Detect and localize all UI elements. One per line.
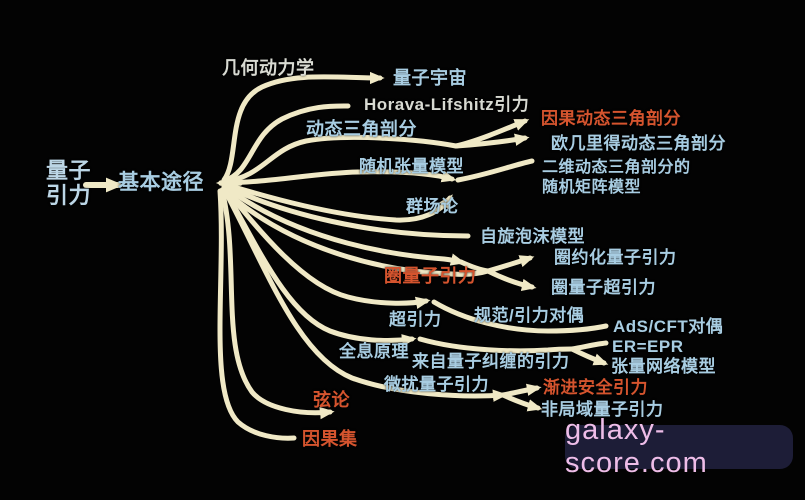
node-random-matrix-model: 二维动态三角剖分的 随机矩阵模型 [542, 159, 691, 196]
edge-lqg-upper [221, 183, 466, 266]
node-perturbative-qg: 微扰量子引力 [384, 375, 489, 394]
node-holographic-principle: 全息原理 [339, 342, 409, 361]
node-loop-quantum-supergravity: 圈量子超引力 [551, 278, 656, 297]
edge-causal-sets [217, 188, 297, 441]
edge-perturbative [221, 186, 508, 402]
node-causal-sets: 因果集 [302, 429, 358, 449]
node-quantum-gravity: 量子 引力 [46, 158, 92, 209]
node-loop-quantum-gravity: 圈量子引力 [384, 266, 477, 286]
node-group-field-theory: 群场论 [406, 197, 459, 216]
edge-random-tensor [221, 169, 457, 186]
node-gauge-gravity-duality: 规范/引力对偶 [474, 306, 585, 325]
edge-tensor-to-matrix-model [455, 158, 535, 183]
node-dynamical-triangulation: 动态三角剖分 [306, 119, 417, 139]
node-gravity-from-entanglement: 来自量子纠缠的引力 [412, 352, 570, 371]
edge-geometrodynamics [221, 71, 385, 183]
node-quantum-cosmos: 量子宇宙 [393, 68, 467, 88]
edge-fork-loop-reduced [485, 255, 535, 274]
node-geometrodynamics: 几何动力学 [222, 58, 315, 78]
edge-entanglement [417, 336, 575, 354]
node-string-theory: 弦论 [313, 390, 350, 410]
edge-supergravity [221, 184, 431, 309]
edge-dynamical-triangulation [221, 134, 459, 185]
edge-lqg-lower [221, 187, 491, 277]
node-random-tensor-model: 随机张量模型 [359, 157, 464, 176]
edge-string-theory [219, 187, 335, 420]
watermark-badge: galaxy-score.com [565, 414, 793, 479]
edge-fork-tensor-network [569, 346, 609, 366]
edge-fork-nonlocal [500, 392, 543, 412]
edge-group-field [221, 181, 453, 223]
edge-fork-euclidean-dt [453, 133, 530, 149]
node-nonlocal-qg: 非局域量子引力 [541, 400, 664, 419]
node-horava-lifshitz: Horava-Lifshitz引力 [364, 95, 530, 114]
edge-fork-erepr [569, 340, 609, 352]
node-asymptotic-safety: 渐进安全引力 [543, 378, 648, 397]
node-causal-dynamical-triangulation: 因果动态三角剖分 [541, 109, 681, 128]
edge-fork-asymptotic [500, 383, 542, 398]
node-ads-cft: AdS/CFT对偶 [613, 317, 724, 336]
watermark-text: galaxy-score.com [565, 414, 708, 479]
edge-fork-loop-super [485, 268, 537, 291]
edge-gauge-to-adscft [431, 299, 609, 334]
node-supergravity: 超引力 [389, 310, 442, 329]
node-tensor-network-model: 张量网络模型 [611, 357, 716, 376]
edge-spin-foam [221, 182, 471, 239]
node-spin-foam-model: 自旋泡沫模型 [480, 227, 585, 246]
node-basic-approaches: 基本途径 [118, 171, 204, 194]
edge-horava [221, 103, 351, 184]
node-er-epr: ER=EPR [612, 337, 684, 356]
node-euclidean-dynamical-triangulation: 欧几里得动态三角剖分 [551, 134, 726, 153]
node-loop-reduced-qg: 圈约化量子引力 [554, 248, 677, 267]
